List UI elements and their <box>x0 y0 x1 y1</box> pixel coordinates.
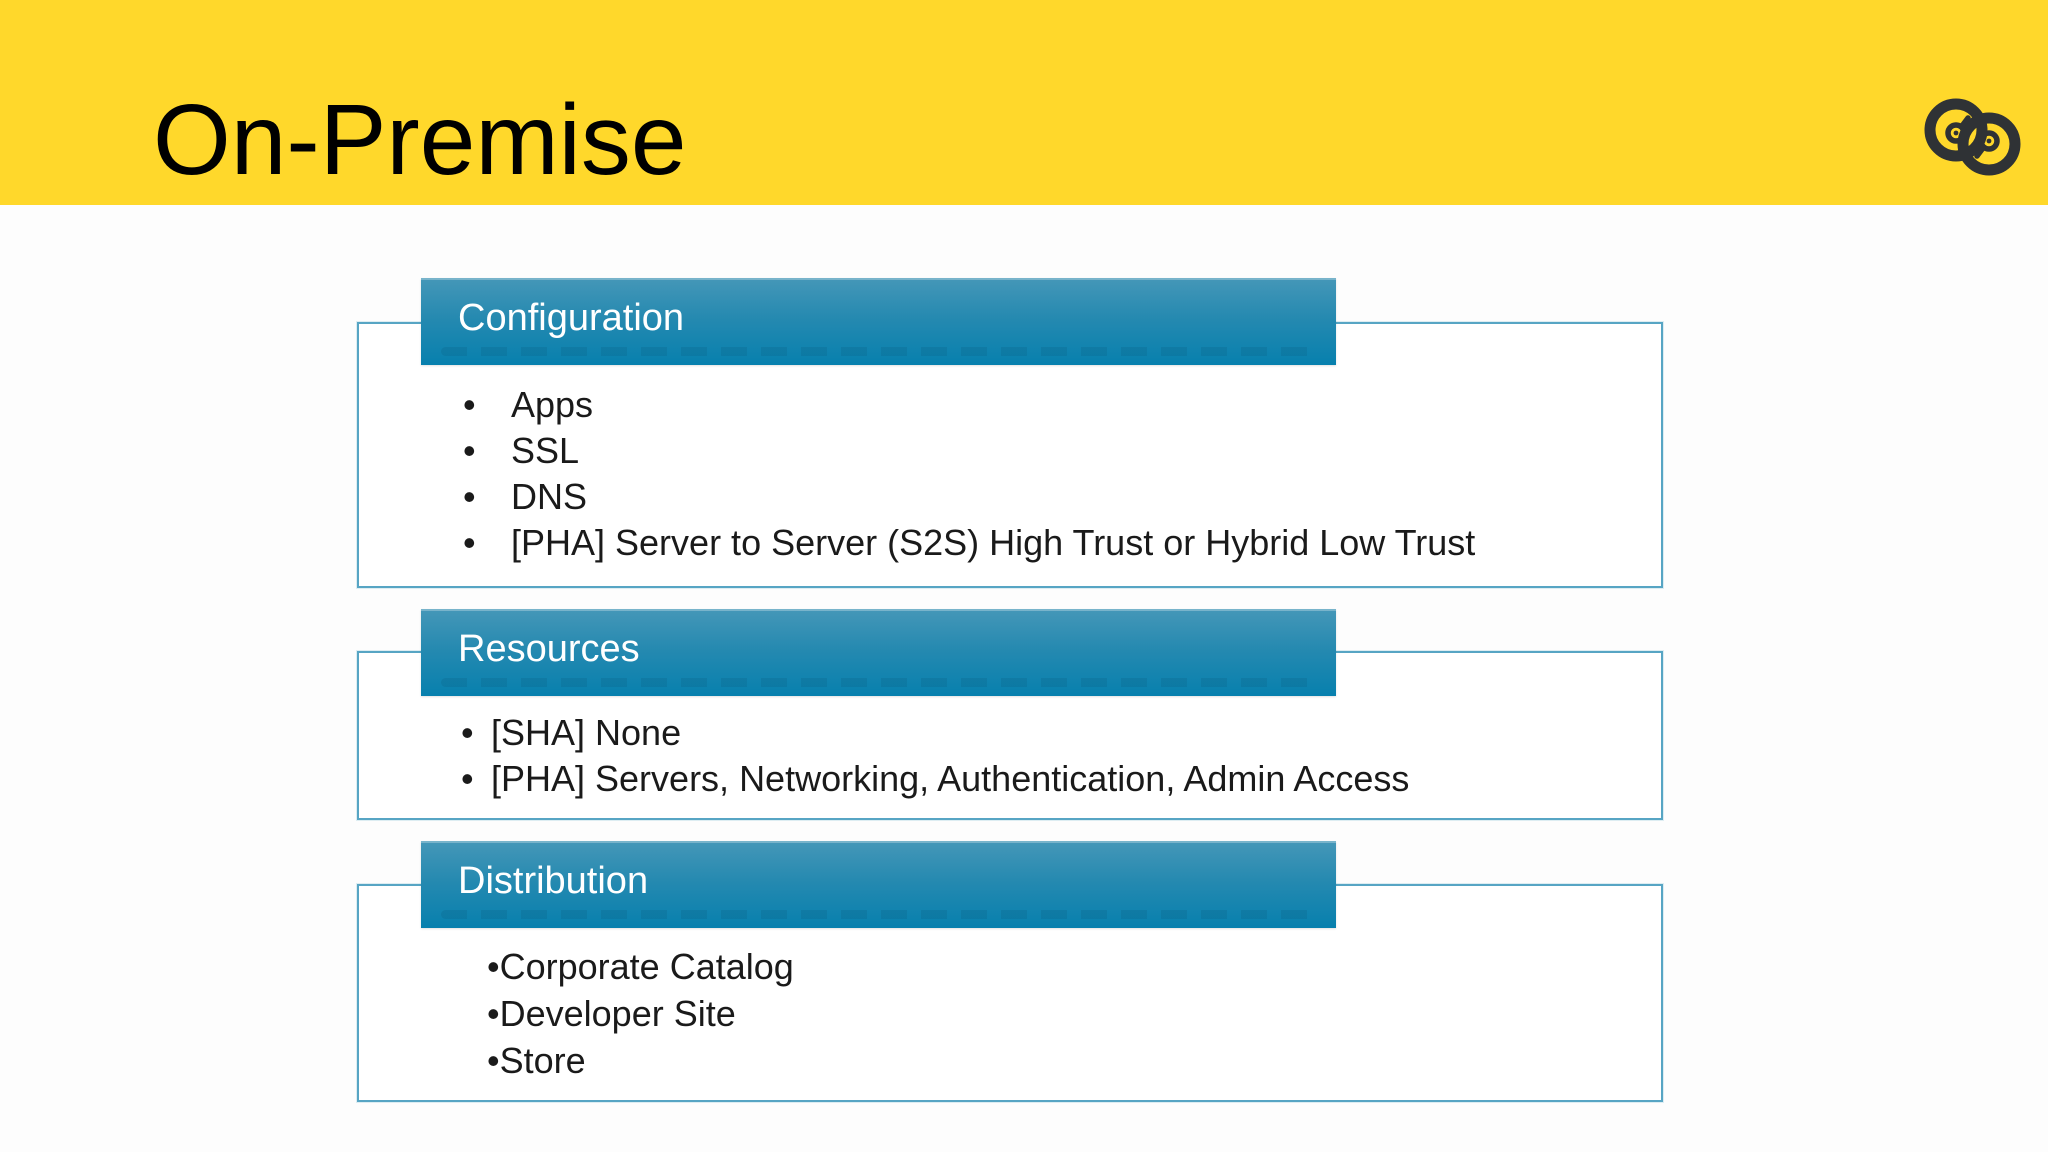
distribution-header-label: Distribution <box>458 860 649 902</box>
resources-header-label: Resources <box>458 628 640 670</box>
configuration-header-label: Configuration <box>458 297 685 339</box>
list-item: [SHA] None <box>461 710 1631 756</box>
list-item: Store <box>487 1037 1631 1084</box>
list-item: DNS <box>463 474 1631 520</box>
resources-bullet-list: [SHA] None[PHA] Servers, Networking, Aut… <box>359 653 1661 802</box>
distribution-bullet-list: Corporate CatalogDeveloper SiteStore <box>359 886 1661 1084</box>
configuration-header: Configuration <box>421 278 1336 365</box>
list-item: [PHA] Server to Server (S2S) High Trust … <box>463 520 1631 566</box>
resources-header: Resources <box>421 609 1336 696</box>
slide-title: On-Premise <box>153 84 687 196</box>
list-item: Developer Site <box>487 990 1631 1037</box>
list-item: Apps <box>463 382 1631 428</box>
list-item: SSL <box>463 428 1631 474</box>
double-spiral-logo-icon <box>1924 98 2021 176</box>
configuration-bullet-list: AppsSSLDNS[PHA] Server to Server (S2S) H… <box>359 324 1661 566</box>
title-band: On-Premise <box>0 0 2048 205</box>
list-item: [PHA] Servers, Networking, Authenticatio… <box>461 756 1631 802</box>
list-item: Corporate Catalog <box>487 943 1631 990</box>
distribution-header: Distribution <box>421 841 1336 928</box>
configuration-body-box: AppsSSLDNS[PHA] Server to Server (S2S) H… <box>357 322 1663 588</box>
